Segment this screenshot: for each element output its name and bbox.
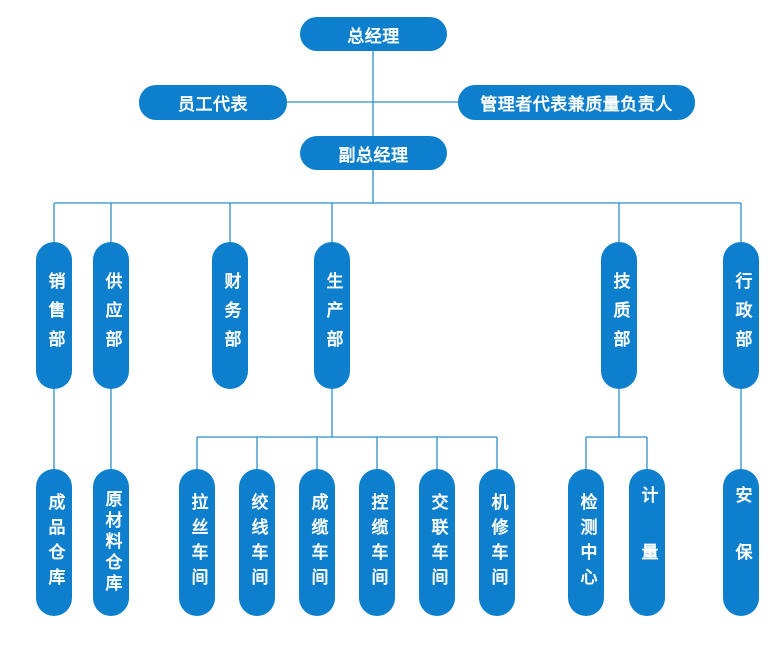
node-finance-dept: 财务部 bbox=[212, 242, 248, 389]
node-metrology: 计量 bbox=[629, 469, 665, 616]
node-employee-representative: 员工代表 bbox=[139, 85, 287, 120]
node-deputy-general-manager: 副总经理 bbox=[300, 136, 447, 170]
node-tech-quality-dept: 技质部 bbox=[601, 242, 637, 389]
node-stranding-workshop: 绞线车间 bbox=[239, 469, 275, 616]
node-production-dept: 生产部 bbox=[314, 242, 350, 389]
node-cabling-workshop: 成缆车间 bbox=[299, 469, 335, 616]
node-control-cable-workshop: 控缆车间 bbox=[359, 469, 395, 616]
node-supply-dept: 供应部 bbox=[93, 242, 129, 389]
node-finished-goods-warehouse: 成品仓库 bbox=[36, 469, 72, 616]
node-maintenance-workshop: 机修车间 bbox=[479, 469, 515, 616]
node-management-representative: 管理者代表兼质量负责人 bbox=[458, 85, 695, 120]
node-general-manager: 总经理 bbox=[300, 17, 447, 51]
node-raw-material-warehouse: 原材料仓库 bbox=[93, 469, 129, 616]
node-admin-dept: 行政部 bbox=[723, 242, 759, 389]
node-testing-center: 检测中心 bbox=[568, 469, 604, 616]
node-security: 安保 bbox=[723, 469, 759, 616]
node-xlpe-workshop: 交联车间 bbox=[419, 469, 455, 616]
node-sales-dept: 销售部 bbox=[36, 242, 72, 389]
node-drawing-workshop: 拉丝车间 bbox=[179, 469, 215, 616]
